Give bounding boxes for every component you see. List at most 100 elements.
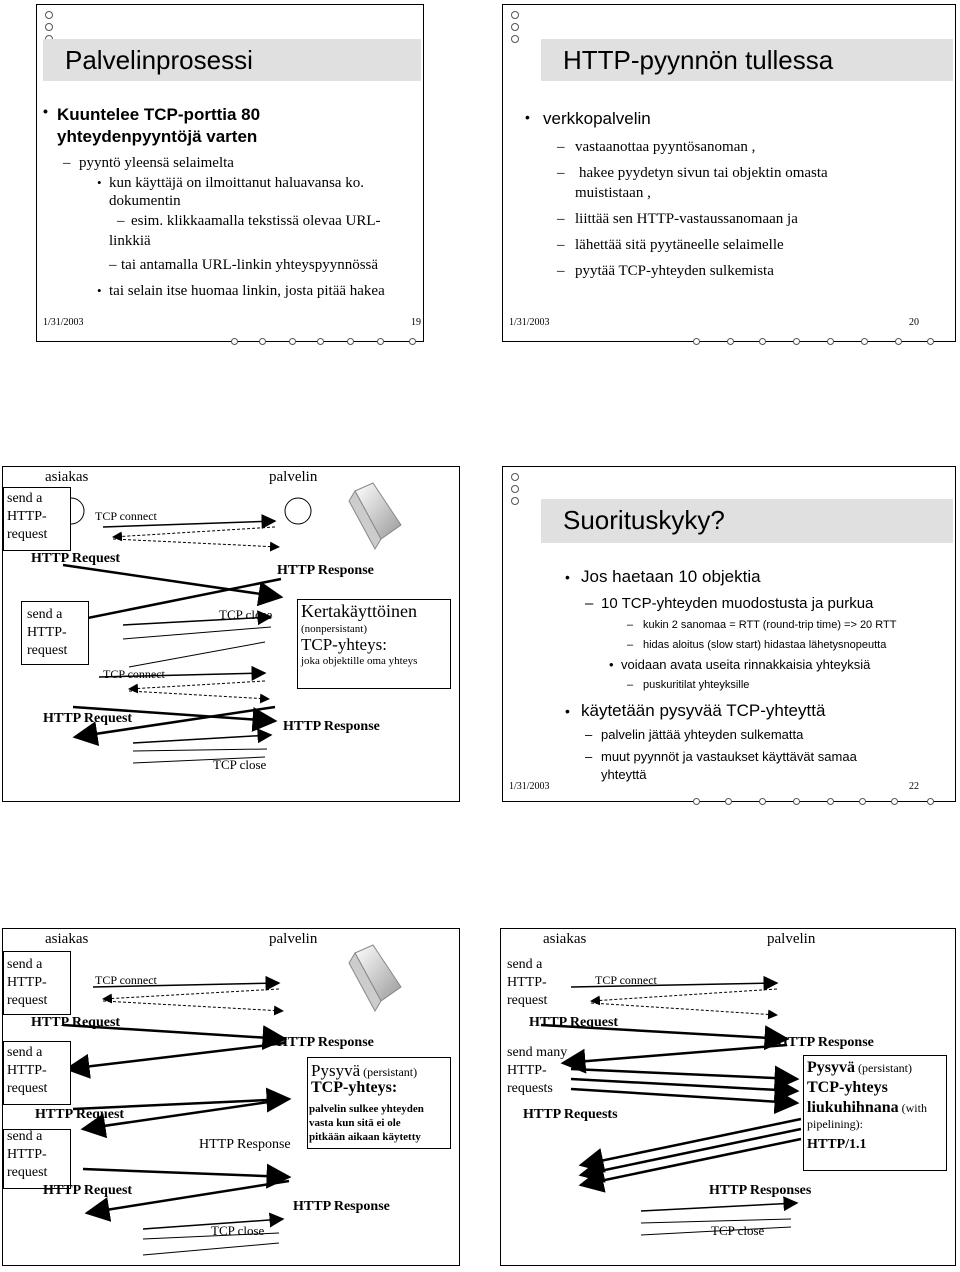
- http-request-1: HTTP Request: [31, 551, 121, 566]
- arrow-requests-2: [570, 1077, 800, 1103]
- pipelining-box: [803, 1055, 947, 1171]
- pipelining-word: liukuhihnana: [807, 1099, 899, 1116]
- arrow-tcp-close-2: [142, 1232, 280, 1240]
- nonpersistent-box-line4: joka objektille oma yhteys: [301, 655, 418, 667]
- http-request: HTTP Request: [529, 1015, 619, 1030]
- send-line: request: [27, 643, 68, 658]
- persistent-box-line1: Pysyvä (persistant): [311, 1061, 417, 1081]
- slide-19-page: 19: [411, 317, 421, 328]
- slide-21: asiakas palvelin send a HTTP- request TC…: [2, 466, 460, 802]
- slide-24-diagram: [540, 975, 802, 1236]
- slide-19-sub5: tai selain itse huomaa linkin, josta pit…: [109, 283, 385, 299]
- arrow-responses-3: [578, 1137, 802, 1193]
- dash: –: [63, 155, 71, 171]
- send-line: send a: [7, 491, 43, 506]
- send-line: HTTP-: [7, 975, 47, 990]
- arrow-tcp-connect-2: [98, 665, 267, 681]
- tcp-connect: TCP connect: [595, 973, 657, 987]
- arrow-tcp-close-2: [122, 626, 272, 640]
- dash: –: [557, 165, 565, 181]
- send-line: HTTP-: [27, 625, 67, 640]
- slide-22-d6: palvelin jättää yhteyden sulkematta: [601, 727, 804, 742]
- persistent-word: Pysyvä: [807, 1059, 855, 1076]
- http-requests: HTTP Requests: [523, 1107, 618, 1122]
- palvelin-label: palvelin: [269, 931, 318, 947]
- slide-22-d5: puskuritilat yhteyksille: [643, 679, 750, 691]
- arrow-ack: [102, 1000, 284, 1016]
- arrow-ack-1: [112, 538, 280, 552]
- slide-19-bullet-line1: Kuuntelee TCP-porttia 80: [57, 105, 261, 124]
- dash: –: [557, 237, 565, 253]
- slide-20: HTTP-pyynnön tullessa • verkkopalvelin –…: [502, 4, 956, 345]
- asiakas-label: asiakas: [45, 931, 89, 947]
- slide-20-dots: [511, 11, 519, 47]
- dash: –: [585, 727, 593, 742]
- http-response-1: HTTP Response: [277, 1035, 374, 1050]
- slide-22-d7-line2: yhteyttä: [601, 767, 647, 782]
- dash: –: [627, 639, 634, 651]
- send-line: send a: [7, 1045, 43, 1060]
- send-request-box-1: [3, 951, 71, 1015]
- slide-22-page: 22: [909, 781, 919, 792]
- arrow-request-2: [72, 705, 278, 732]
- slide-19-date: 1/31/2003: [43, 317, 84, 328]
- pipelining-note: (with: [898, 1101, 927, 1115]
- arrow-ack-2: [128, 690, 270, 704]
- send-request-box-3: [3, 1129, 71, 1189]
- slide-22-d7-line1: muut pyynnöt ja vastaukset käyttävät sam…: [601, 749, 857, 764]
- send-request-box-2: [3, 1041, 71, 1105]
- dash: –: [627, 619, 634, 631]
- slide-19-sub4: tai antamalla URL-linkin yhteyspyynnössä: [121, 257, 379, 273]
- asiakas-label: asiakas: [45, 469, 89, 485]
- arrow-request-2: [72, 1087, 292, 1113]
- arrow-tcp-ack: [102, 988, 280, 1004]
- send-line: request: [7, 1081, 48, 1096]
- slide-20-item-5: pyytää TCP-yhteyden sulkemista: [575, 263, 774, 279]
- tcp-close-1: TCP close: [219, 607, 273, 622]
- pipelining-box-line3: liukuhihnana (with: [807, 1099, 927, 1117]
- http-response-1: HTTP Response: [277, 563, 374, 578]
- slide-19-sub3-line1: esim. klikkaamalla tekstissä olevaa URL-: [131, 213, 381, 229]
- persistent-note: (persistant): [360, 1065, 418, 1079]
- arrow-tcp-close-3: [142, 1242, 280, 1256]
- dash: –: [557, 263, 565, 279]
- send-line: send a: [7, 957, 43, 972]
- send-line: send a: [27, 607, 63, 622]
- slide-22-b1: Jos haetaan 10 objektia: [581, 567, 761, 586]
- arrow-responses-1: [578, 1117, 802, 1173]
- bullet-dot: •: [609, 657, 614, 672]
- send-line: requests: [507, 1081, 553, 1096]
- arrow-tcp-ack-2: [128, 680, 266, 694]
- slide-22-date: 1/31/2003: [509, 781, 550, 792]
- nonpersistent-box-line3: TCP-yhteys:: [301, 635, 387, 654]
- bullet-dot: •: [43, 103, 48, 119]
- arrow-request-1: [62, 563, 284, 607]
- server-node-1: [284, 497, 312, 525]
- arrow-requests-1: [570, 1065, 800, 1091]
- arrow-tcp-ack-1: [112, 526, 276, 542]
- send-line: HTTP-: [7, 509, 47, 524]
- http-responses: HTTP Responses: [709, 1183, 812, 1198]
- arrow-response-3: [84, 1179, 290, 1222]
- pipelining-box-line4: pipelining):: [807, 1117, 863, 1131]
- persistent-word: Pysyvä: [311, 1061, 361, 1080]
- slide-22-d4: voidaan avata useita rinnakkaisia yhteyk…: [621, 657, 871, 672]
- arrow-tcp-close-3: [640, 1226, 792, 1236]
- arrow-tcp-close-5: [132, 748, 268, 752]
- arrow-tcp-close-1: [142, 1212, 285, 1230]
- tcp-connect-2: TCP connect: [103, 667, 165, 681]
- slide-20-bottom-dots: [503, 338, 955, 346]
- arrow-response-2: [80, 1097, 290, 1139]
- tcp-connect-1: TCP connect: [95, 509, 157, 523]
- http-request-2: HTTP Request: [35, 1107, 125, 1122]
- dash: –: [585, 595, 594, 612]
- arrow-tcp-connect: [570, 975, 779, 991]
- arrow-tcp-close-1: [640, 1196, 799, 1212]
- palvelin-label: palvelin: [767, 931, 816, 947]
- pipelining-box-line2: TCP-yhteys: [807, 1079, 888, 1096]
- dash: –: [117, 213, 125, 229]
- slide-19-title: Palvelinprosessi: [65, 45, 253, 75]
- nonpersistent-box-line2: (nonpersistant): [301, 623, 367, 635]
- slide-24: asiakas palvelin send a HTTP- request TC…: [500, 928, 956, 1266]
- persistent-box-line5: pitkään aikaan käytetty: [309, 1131, 421, 1143]
